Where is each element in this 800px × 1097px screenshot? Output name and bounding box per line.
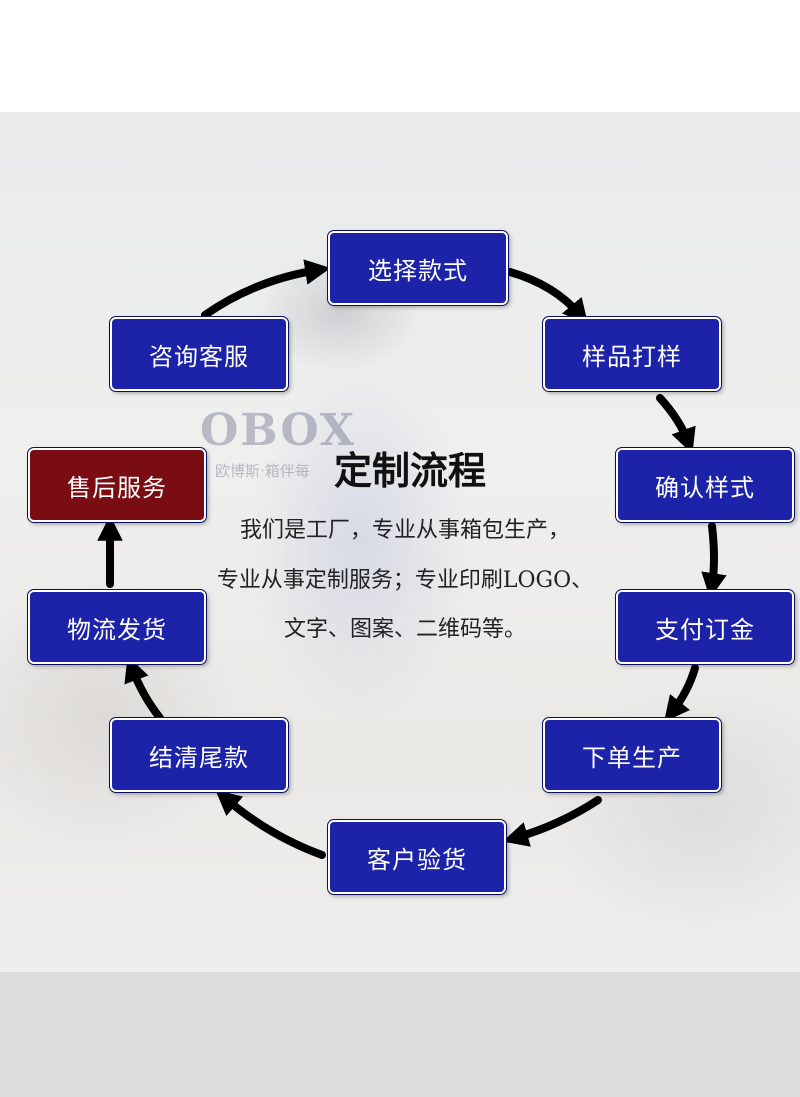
arrow-pay-to-production [664, 664, 699, 722]
step-logistics: 物流发货 [28, 590, 206, 664]
step-pay-deposit: 支付订金 [616, 590, 794, 664]
step-select-style: 选择款式 [328, 231, 508, 305]
step-after-sales: 售后服务 [28, 448, 206, 522]
bottom-band [0, 972, 800, 1097]
step-confirm-style: 确认样式 [616, 448, 794, 522]
intro-line-2: 专业从事定制服务；专业印刷LOGO、 [216, 568, 594, 593]
arrow-production-to-inspection [502, 796, 602, 847]
watermark-tagline: 欧博斯·箱伴每 [215, 462, 310, 480]
arrow-select-to-sample [506, 268, 589, 325]
intro-line-1: 我们是工厂，专业从事箱包生产， [239, 518, 570, 543]
process-title: 定制流程 [333, 448, 486, 493]
arrow-confirm-to-pay [701, 522, 727, 599]
arrow-final-to-logistics [124, 655, 164, 722]
step-production: 下单生产 [543, 718, 721, 792]
arrow-sample-to-confirm [656, 394, 696, 455]
arrow-consult-to-select [201, 259, 331, 319]
arrow-inspection-to-final [215, 789, 326, 859]
step-consult: 咨询客服 [110, 317, 288, 391]
step-final-payment: 结清尾款 [110, 718, 288, 792]
watermark-brand: OBOX [200, 405, 357, 456]
step-inspection: 客户验货 [328, 820, 506, 894]
step-sample: 样品打样 [543, 317, 721, 391]
intro-line-3: 文字、图案、二维码等。 [283, 617, 526, 642]
